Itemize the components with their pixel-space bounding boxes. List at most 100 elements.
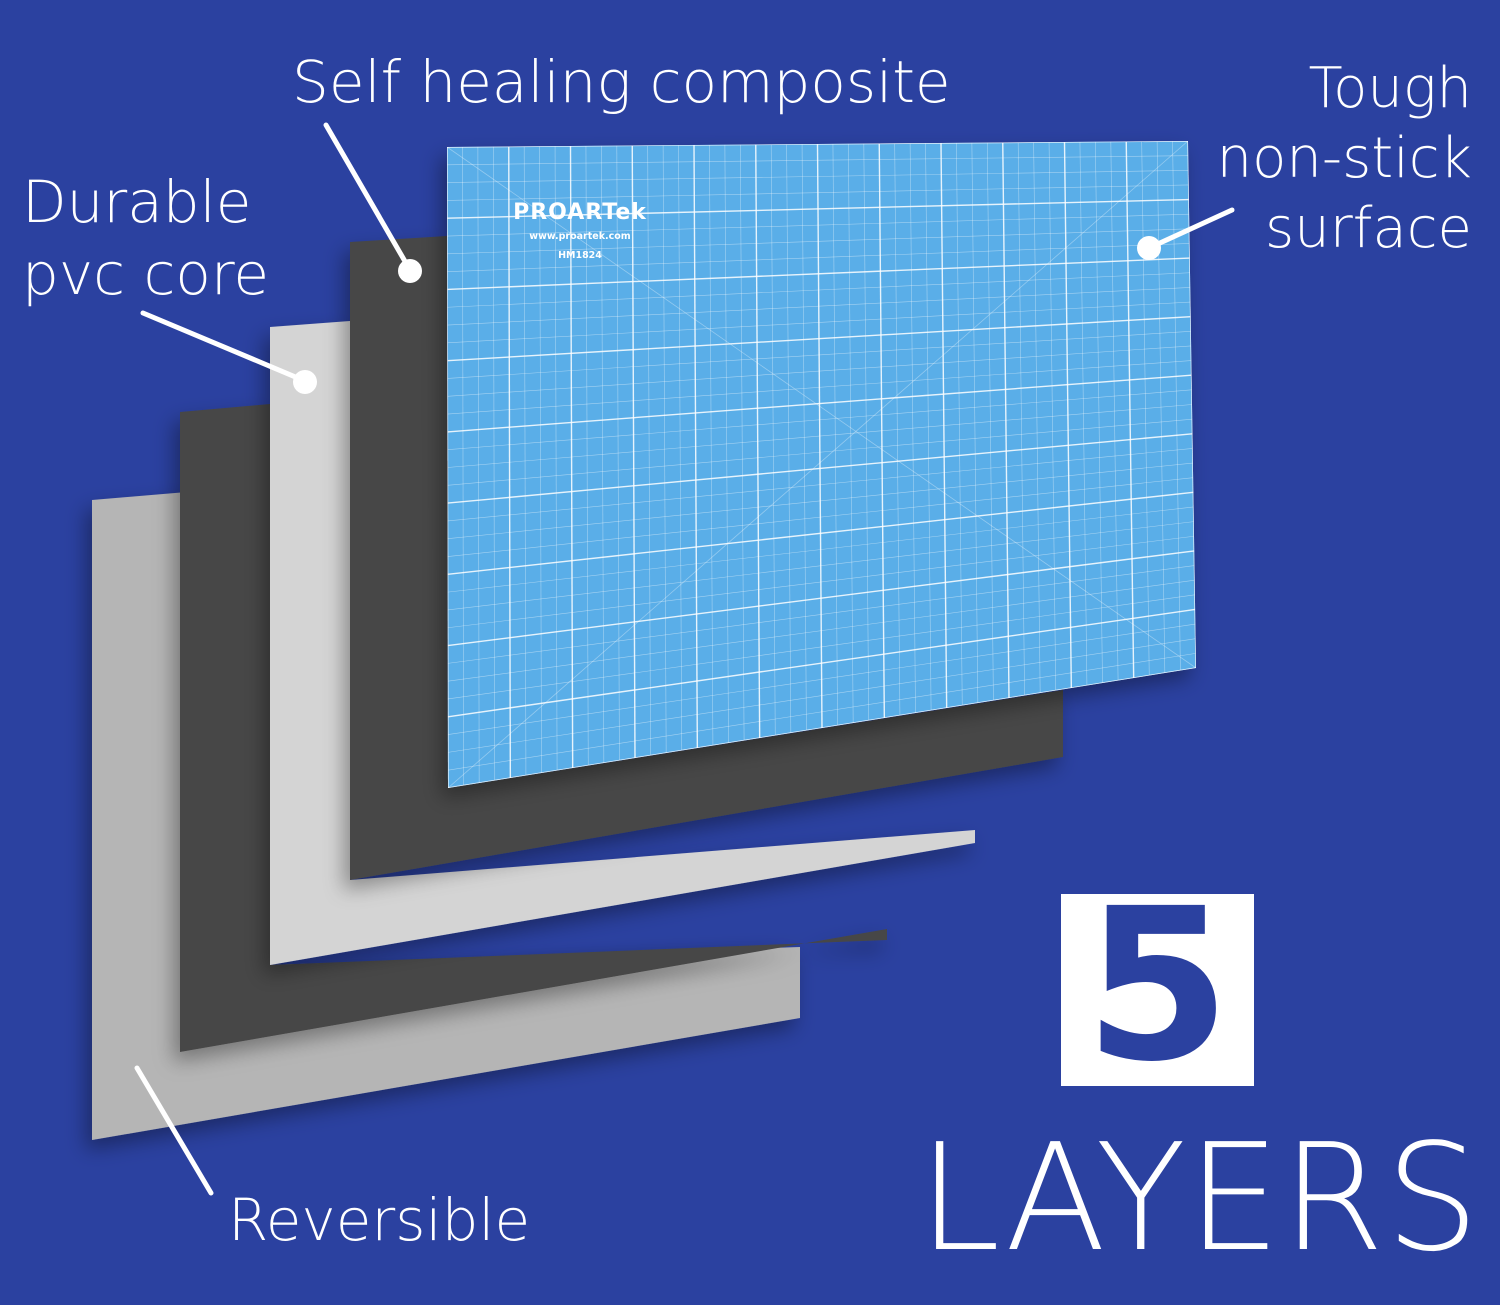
mat-grid-line <box>447 477 1194 557</box>
mat-grid-line <box>1172 141 1181 671</box>
mat-grid-line <box>1110 141 1119 681</box>
mat-grid-line <box>1156 141 1166 674</box>
mat-grid-line <box>447 287 1191 326</box>
mat-grid-line <box>447 521 1194 611</box>
reversible-callout-line <box>134 1065 214 1196</box>
mat-grid-line <box>987 142 994 701</box>
tough-callout-line <box>1146 207 1235 251</box>
mat-grid-line <box>585 145 589 766</box>
mat-grid-line <box>447 345 1192 397</box>
mat-grid-line <box>523 146 527 776</box>
mat-grid-line <box>616 145 620 761</box>
mat-grid-line <box>447 155 1189 166</box>
mat-grid-line <box>447 198 1189 219</box>
cutting-mat-grid <box>447 141 1196 788</box>
mat-grid-line <box>447 146 1196 669</box>
mat-grid-line <box>447 623 1196 735</box>
tough-callout-dot <box>1137 236 1161 260</box>
mat-grid-line <box>569 145 574 769</box>
mat-grid-line <box>1141 141 1150 676</box>
mat-grid-line <box>770 144 776 736</box>
mat-grid-line <box>601 145 605 764</box>
durable-pvc-core-label: Durable pvc core <box>22 166 269 310</box>
mat-grid-line <box>447 360 1192 415</box>
mat-grid-line <box>724 144 729 744</box>
mat-grid-line <box>447 169 1189 183</box>
mat-grid-line <box>909 143 916 714</box>
mat-grid-line <box>447 418 1193 486</box>
self-healing-callout-line <box>323 122 413 273</box>
mat-grid-line <box>447 141 1189 148</box>
mat-grid-line <box>894 143 901 716</box>
mat-grid-line <box>447 184 1189 201</box>
mat-grid-line <box>940 142 948 709</box>
layer-dark-gray-upper <box>350 236 1063 880</box>
tough-label-line3: surface <box>1265 196 1472 261</box>
mat-grid-line <box>447 257 1190 291</box>
mat-grid-line <box>709 144 714 746</box>
mat-grid-line <box>447 638 1196 753</box>
tough-non-stick-label: Tough non-stick surface <box>1217 54 1472 264</box>
mat-grid-line <box>447 608 1196 718</box>
layer-light-gray-core <box>270 321 975 965</box>
mat-grid-line <box>1095 141 1103 684</box>
tough-label-line2: non-stick <box>1216 126 1472 191</box>
mat-grid-line <box>447 404 1193 468</box>
reversible-label: Reversible <box>228 1186 531 1254</box>
mat-grid-line <box>1033 142 1041 694</box>
layers-heading: LAYERS <box>918 1112 1481 1284</box>
mat-grid-line <box>1079 141 1088 686</box>
mat-grid-line <box>447 579 1195 682</box>
mat-grid-line <box>678 145 683 751</box>
mat-grid-line <box>956 142 963 706</box>
layer-count-badge: 5 <box>1061 881 1254 1091</box>
mat-grid-line <box>1002 142 1010 699</box>
mat-grid-line <box>447 506 1194 593</box>
layer-dark-gray-lower <box>180 404 887 1052</box>
mat-grid-line <box>447 565 1195 664</box>
durable-label-line2: pvc core <box>22 240 270 308</box>
durable-label-line1: Durable <box>22 168 252 236</box>
mat-grid-line <box>447 301 1191 344</box>
mat-grid-line <box>971 142 979 704</box>
mat-grid-line <box>447 272 1191 308</box>
mat-grid-line <box>447 243 1190 272</box>
mat-grid-line <box>1063 141 1073 689</box>
mat-grid-line <box>447 550 1195 647</box>
mat-grid-line <box>447 448 1193 522</box>
mat-grid-line <box>1017 142 1025 696</box>
mat-grid-line <box>1125 141 1135 679</box>
mat-grid-line <box>462 146 464 786</box>
mat-grid-line <box>554 146 558 771</box>
mat-grid-line <box>447 389 1192 450</box>
mat-grid-line <box>863 143 870 721</box>
mat-grid-line <box>755 144 761 739</box>
mat-grid-line <box>740 144 745 741</box>
mat-grid-line <box>447 315 1191 362</box>
brand-website: www.proartek.com <box>529 231 631 242</box>
mat-grid-line <box>447 141 1189 788</box>
self-healing-label: Self healing composite <box>292 48 951 116</box>
mat-grid-line <box>693 144 699 749</box>
mat-grid-line <box>801 144 807 731</box>
mat-grid-line <box>832 143 838 726</box>
mat-grid-line <box>925 143 932 711</box>
mat-grid-line <box>447 594 1195 700</box>
tough-label-line1: Tough <box>1308 56 1472 121</box>
mat-grid-line <box>447 374 1192 433</box>
self-healing-callout-dot <box>398 259 422 283</box>
mat-grid-line <box>539 146 542 774</box>
mat-grid-line <box>447 213 1190 237</box>
mat-grid-line <box>816 143 823 729</box>
durable-callout-dot <box>293 370 317 394</box>
mat-grid-line <box>447 653 1196 771</box>
mat-grid-line <box>493 146 496 781</box>
brand-logo: PROARTek <box>513 200 647 225</box>
mat-model-number: HM1824 <box>558 250 602 261</box>
layer-count-number: 5 <box>1084 863 1231 1108</box>
mat-grid-line <box>477 146 480 784</box>
mat-grid-line <box>786 144 792 734</box>
durable-callout-line <box>140 310 308 384</box>
